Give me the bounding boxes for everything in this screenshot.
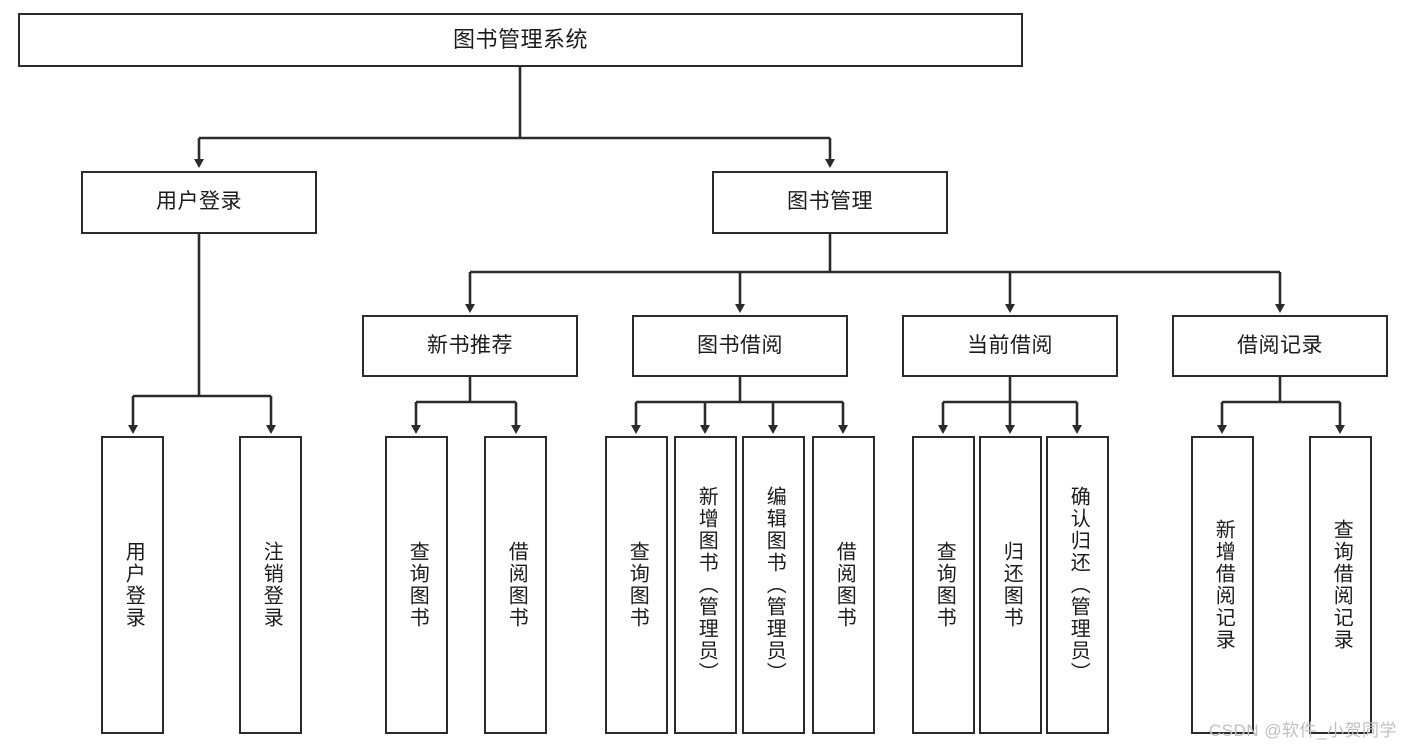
- node-label: 借阅记录: [1237, 333, 1323, 357]
- node-current-borrow[interactable]: 当前借阅: [902, 315, 1118, 377]
- leaf-record-add[interactable]: 新增借阅记录: [1191, 436, 1254, 734]
- node-root-system[interactable]: 图书管理系统: [18, 13, 1023, 67]
- leaf-current-query-book[interactable]: 查询图书: [912, 436, 975, 734]
- node-label: 新增图书（管理员）: [695, 486, 718, 684]
- leaf-current-confirm-return-admin[interactable]: 确认归还（管理员）: [1046, 436, 1109, 734]
- node-new-book-recommend[interactable]: 新书推荐: [362, 315, 578, 377]
- node-label: 查询图书: [626, 541, 649, 629]
- leaf-record-query[interactable]: 查询借阅记录: [1309, 436, 1372, 734]
- node-label: 新书推荐: [427, 333, 513, 357]
- node-borrow-record[interactable]: 借阅记录: [1172, 315, 1388, 377]
- node-label: 确认归还（管理员）: [1067, 486, 1090, 684]
- node-book-management[interactable]: 图书管理: [712, 171, 948, 234]
- leaf-new-book-query[interactable]: 查询图书: [385, 436, 448, 734]
- node-book-borrow[interactable]: 图书借阅: [632, 315, 848, 377]
- node-label: 归还图书: [1000, 541, 1023, 629]
- node-label: 用户登录: [122, 541, 145, 629]
- node-label: 用户登录: [156, 190, 242, 214]
- leaf-borrow-edit-book-admin[interactable]: 编辑图书（管理员）: [742, 436, 805, 734]
- node-label: 图书借阅: [697, 333, 783, 357]
- node-label: 图书管理系统: [452, 27, 588, 53]
- node-label: 查询图书: [406, 541, 429, 629]
- node-label: 借阅图书: [505, 541, 528, 629]
- node-label: 借阅图书: [833, 541, 856, 629]
- leaf-borrow-add-book-admin[interactable]: 新增图书（管理员）: [674, 436, 737, 734]
- node-label: 编辑图书（管理员）: [763, 486, 786, 684]
- leaf-borrow-borrow-book[interactable]: 借阅图书: [812, 436, 875, 734]
- node-label: 图书管理: [787, 190, 873, 214]
- node-label: 查询借阅记录: [1330, 519, 1353, 651]
- leaf-current-return-book[interactable]: 归还图书: [979, 436, 1042, 734]
- leaf-borrow-query-book[interactable]: 查询图书: [605, 436, 668, 734]
- leaf-user-login-logout[interactable]: 注销登录: [239, 436, 302, 734]
- leaf-new-book-borrow[interactable]: 借阅图书: [484, 436, 547, 734]
- node-user-login[interactable]: 用户登录: [81, 171, 317, 234]
- node-label: 当前借阅: [967, 333, 1053, 357]
- node-label: 注销登录: [260, 541, 283, 629]
- leaf-user-login-login[interactable]: 用户登录: [101, 436, 164, 734]
- node-label: 查询图书: [933, 541, 956, 629]
- csdn-watermark: CSDN @软件_小贺同学: [1208, 721, 1397, 740]
- node-label: 新增借阅记录: [1212, 519, 1235, 651]
